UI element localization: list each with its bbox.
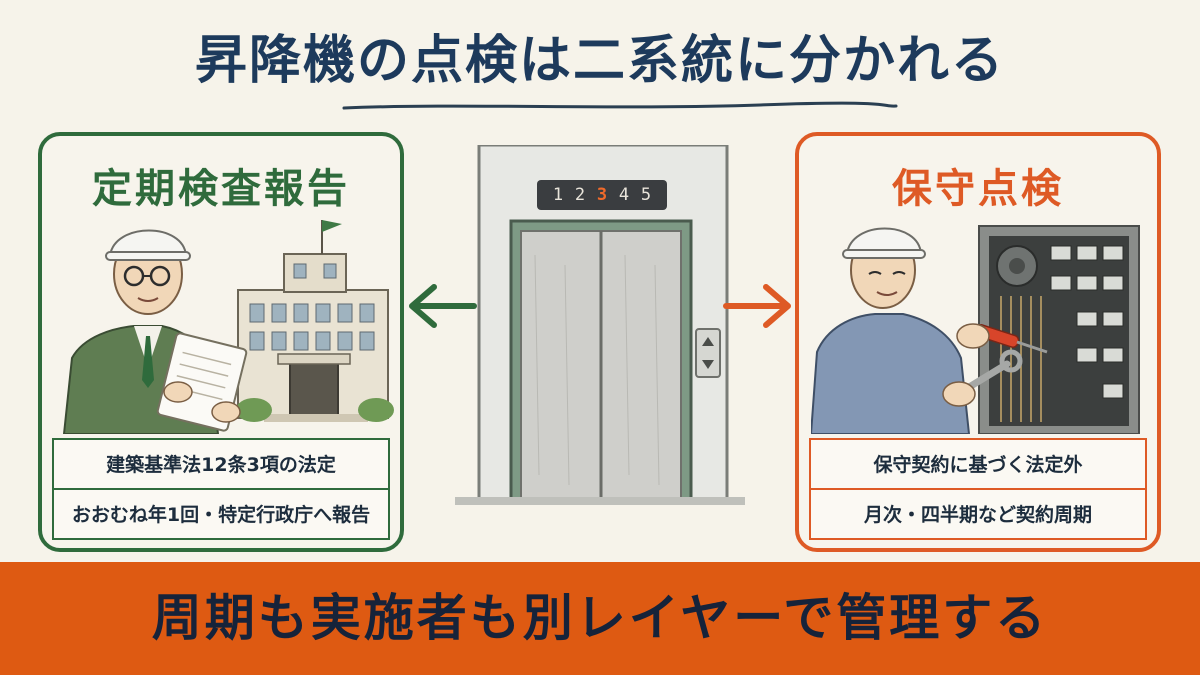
summary-text: 周期も実施者も別レイヤーで管理する (151, 589, 1049, 647)
technician-with-control-panel-illustration (811, 225, 1140, 434)
maintenance-info: 保守契約に基づく法定外 月次・四半期など契約周期 (809, 438, 1147, 540)
frequency-text: おおむね年1回・特定行政庁へ報告 (71, 504, 371, 526)
floor-1: 1 (552, 185, 564, 205)
maintenance-panel: 保守点検 (795, 132, 1161, 552)
contract-basis-text: 保守契約に基づく法定外 (811, 440, 1145, 490)
inspector-with-building-illustration (62, 220, 394, 434)
title-underline (342, 101, 898, 110)
government-building-icon (236, 220, 394, 422)
summary-banner: 周期も実施者も別レイヤーで管理する (0, 562, 1200, 675)
floor-4: 4 (618, 185, 630, 205)
arrow-right-icon (723, 284, 791, 328)
periodic-inspection-title: 定期検査報告 (92, 166, 350, 212)
maintenance-title: 保守点検 (892, 166, 1064, 212)
legal-basis-text: 建築基準法12条3項の法定 (54, 440, 388, 490)
floor-5: 5 (640, 185, 652, 205)
floor-3-active: 3 (596, 185, 608, 205)
floor-2: 2 (574, 185, 586, 205)
floor-indicator: 1 2 3 4 5 (537, 180, 667, 210)
page-title: 昇降機の点検は二系統に分かれる (194, 31, 1005, 91)
technician-person-icon (811, 227, 1048, 434)
contract-cycle-text: 月次・四半期など契約周期 (863, 504, 1092, 526)
elevator-illustration (455, 145, 745, 505)
periodic-inspection-panel: 定期検査報告 (38, 132, 404, 552)
arrow-left-icon (409, 284, 477, 328)
control-panel-icon (978, 225, 1140, 434)
periodic-inspection-info: 建築基準法12条3項の法定 おおむね年1回・特定行政庁へ報告 (52, 438, 390, 540)
inspector-person-icon (62, 229, 248, 434)
